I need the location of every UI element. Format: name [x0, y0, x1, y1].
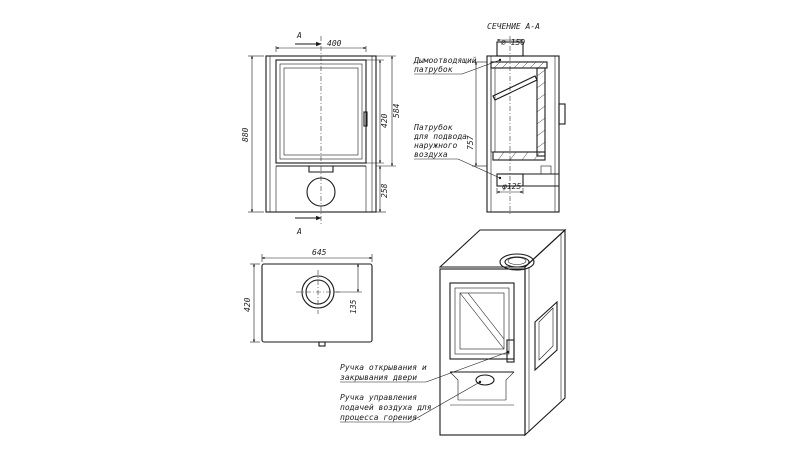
top-outline	[261, 263, 373, 343]
dim-base-height: 258	[376, 165, 389, 213]
top-handle	[318, 341, 326, 347]
section-mark-top: A	[296, 31, 302, 40]
dim-label-flue-diameter: ∅ 150	[501, 38, 525, 47]
section-title: СЕЧЕНИЕ А-А	[487, 22, 540, 31]
callout-door-line1: Ручка открывания и	[340, 363, 427, 372]
iso-front-door	[449, 282, 515, 363]
door-frame	[275, 59, 368, 164]
iso-flue-collar	[499, 253, 535, 271]
air-intake-circle	[306, 177, 336, 207]
iso-stove-body	[438, 228, 567, 437]
dim-door-height: 420	[366, 59, 389, 164]
callout-flue-line1: Дымоотводящий	[413, 56, 477, 65]
callout-door-line2: закрывания двери	[340, 373, 417, 382]
callout-air-line2: для подвода	[413, 132, 467, 141]
section-mark-bottom: A	[296, 227, 302, 236]
dim-label-top-offset: 135	[349, 299, 358, 314]
front-view: A A 400 880 420	[241, 31, 401, 236]
callout-air-line4: воздуха	[414, 150, 448, 159]
dim-air-diameter: φ125	[496, 182, 524, 194]
callout-flue-line2: патрубок	[414, 64, 453, 74]
dim-label-total-height: 880	[241, 127, 250, 142]
dim-top-depth: 420	[243, 263, 260, 343]
section-view: СЕЧЕНИЕ А-А	[413, 22, 566, 214]
iso-front-face	[439, 268, 526, 436]
dim-label-top-depth: 420	[243, 297, 252, 312]
iso-door-handle[interactable]	[506, 339, 515, 363]
section-arrow-top: A	[295, 31, 322, 47]
callout-air-control: Ручка управления подачей воздуха для про…	[340, 380, 482, 423]
dim-top-offset: 135	[334, 263, 362, 314]
dim-flue-diameter: ∅ 150	[496, 38, 525, 47]
dim-front-width: 400	[275, 39, 367, 52]
iso-air-control-handle[interactable]	[475, 374, 495, 386]
door-handle[interactable]	[363, 111, 368, 127]
dim-label-air-diameter: φ125	[502, 182, 521, 191]
dim-label-top-width: 645	[312, 248, 327, 257]
top-view: 645 420 135	[243, 248, 373, 347]
dim-label-width: 400	[327, 39, 342, 48]
section-door-handle	[558, 103, 566, 125]
air-duct	[496, 173, 524, 187]
dim-label-section-height: 757	[466, 135, 475, 150]
dim-label-glass-height: 584	[392, 103, 401, 118]
callout-air-inlet: Патрубок для подвода наружного воздуха	[413, 122, 502, 180]
callout-air-line3: наружного	[414, 141, 458, 150]
isometric-view: Ручка открывания и закрывания двери Ручк…	[340, 228, 567, 437]
callout-door-handle: Ручка открывания и закрывания двери	[340, 350, 510, 383]
callout-air-control-line3: процесса горения.	[340, 413, 422, 422]
iso-side-window	[534, 300, 558, 372]
dim-section-height: 757	[466, 61, 487, 167]
baffle-plate	[492, 75, 538, 101]
dim-label-door-height: 420	[380, 113, 389, 128]
iso-top-face	[438, 229, 567, 268]
section-arrow-bottom: A	[295, 215, 322, 236]
iso-side-face	[524, 228, 566, 437]
callout-air-control-line2: подачей воздуха для	[340, 403, 432, 412]
callout-flue-pipe: Дымоотводящий патрубок	[413, 56, 502, 75]
section-body	[486, 36, 566, 214]
dim-label-base-height: 258	[380, 183, 389, 198]
dim-front-total-height: 880	[241, 55, 264, 213]
iso-base-opening	[449, 371, 515, 406]
callout-air-line1: Патрубок	[413, 122, 453, 132]
callout-air-control-line1: Ручка управления	[340, 393, 417, 402]
dim-top-width: 645	[261, 248, 373, 262]
